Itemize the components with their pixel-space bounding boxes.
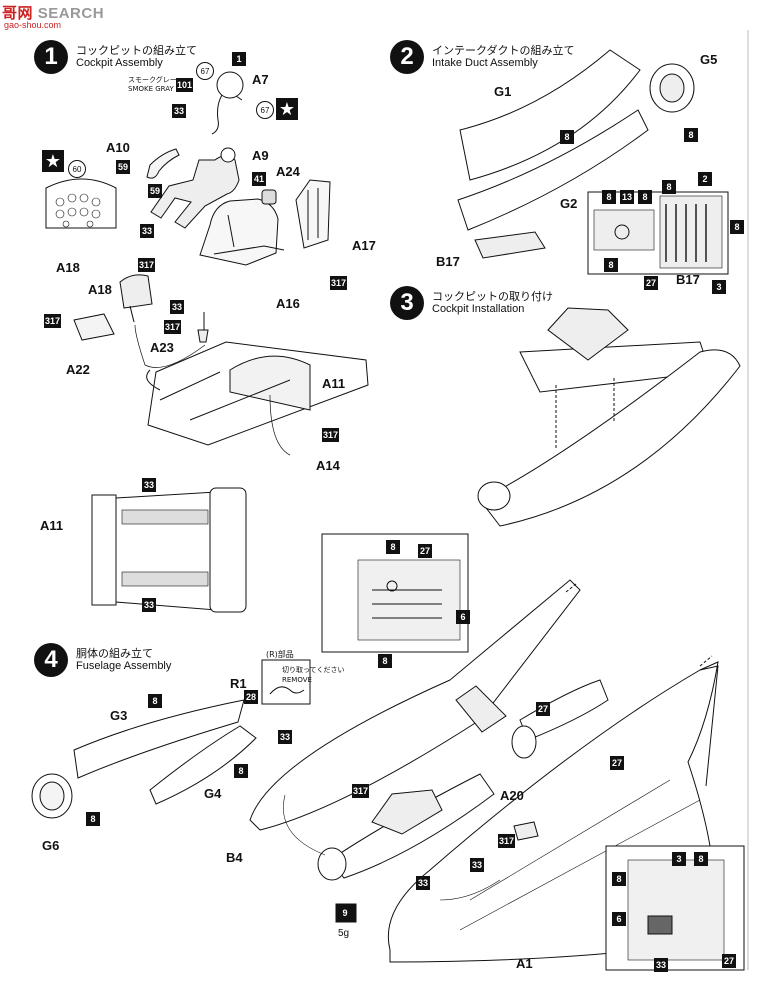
paint-code-box: 33 — [278, 730, 292, 744]
remove-note-en: REMOVE — [282, 676, 312, 684]
paint-code-box: 27 — [722, 954, 736, 968]
step3-title-en: Cockpit Installation — [432, 303, 525, 315]
paint-code-box: 8 — [148, 694, 162, 708]
step1-title-en: Cockpit Assembly — [76, 57, 163, 69]
paint-code-box: 8 — [730, 220, 744, 234]
step-number-2: 2 — [390, 40, 424, 74]
paint-code-box: 33 — [170, 300, 184, 314]
part-label: A11 — [40, 518, 64, 533]
paint-code-box: 6 — [456, 610, 470, 624]
paint-code-box: 8 — [378, 654, 392, 668]
star-decal-icon: ★ — [276, 98, 298, 120]
part-label: A18 — [56, 260, 80, 275]
step-number-4: 4 — [34, 643, 68, 677]
paint-code-box: 8 — [386, 540, 400, 554]
weight-part-code: 9 — [338, 905, 352, 921]
paint-code-box: 3 — [712, 280, 726, 294]
paint-code-box: 8 — [612, 872, 626, 886]
paint-code-box: 33 — [416, 876, 430, 890]
weight-label: 5g — [338, 928, 350, 939]
paint-code-box: 8 — [694, 852, 708, 866]
part-label: A20 — [500, 788, 524, 803]
parts-r-title: (R)部品 — [266, 650, 294, 659]
paint-code-box: 33 — [470, 858, 484, 872]
paint-code-box: 8 — [234, 764, 248, 778]
paint-code-box: 6 — [612, 912, 626, 926]
step2-title-jp: インテークダクトの組み立て — [432, 44, 575, 57]
watermark-logo: 哥网 SEARCH — [2, 5, 105, 22]
paint-code-box: 8 — [662, 180, 676, 194]
part-label: A24 — [276, 164, 300, 179]
part-label: G6 — [42, 838, 60, 853]
watermark-url: gao-shou.com — [4, 20, 62, 30]
paint-code-box: 33 — [140, 224, 154, 238]
paint-code-box: 317 — [352, 784, 370, 798]
step-number-1: 1 — [34, 40, 68, 74]
paint-code-box: 13 — [620, 190, 634, 204]
decal-number: 67 — [196, 62, 214, 80]
paint-code-box: 8 — [638, 190, 652, 204]
paint-code-box: 2 — [698, 172, 712, 186]
paint-code-box: 3 — [672, 852, 686, 866]
paint-code-box: 101 — [176, 78, 194, 92]
paint-code-box: 8 — [604, 258, 618, 272]
paint-code-box: 59 — [116, 160, 130, 174]
paint-code-box: 27 — [610, 756, 624, 770]
part-label: A10 — [106, 140, 130, 155]
step1-title-jp: コックピットの組み立て — [76, 44, 197, 57]
paint-code-box: 8 — [86, 812, 100, 826]
star-decal-icon: ★ — [42, 150, 64, 172]
paint-code-box: 33 — [142, 478, 156, 492]
smoke-gray-jp: スモークグレー — [128, 76, 177, 84]
paint-code-box: 8 — [560, 130, 574, 144]
part-label: G4 — [204, 786, 222, 801]
paint-code-box: 33 — [142, 598, 156, 612]
decal-number: 67 — [256, 101, 274, 119]
paint-code-box: 27 — [536, 702, 550, 716]
part-label: G3 — [110, 708, 128, 723]
paint-code-box: 33 — [654, 958, 668, 972]
paint-code-box: 317 — [138, 258, 156, 272]
part-label: G5 — [700, 52, 718, 67]
step4-title-jp: 胴体の組み立て — [76, 647, 153, 660]
part-label: A23 — [150, 340, 174, 355]
step2-title-en: Intake Duct Assembly — [432, 57, 538, 69]
part-label: G1 — [494, 84, 512, 99]
part-label: A16 — [276, 296, 300, 311]
paint-code-box: 8 — [684, 128, 698, 142]
part-label: B4 — [226, 850, 243, 865]
part-label: G2 — [560, 196, 578, 211]
part-label: B17 — [436, 254, 460, 269]
paint-code-box: 317 — [44, 314, 62, 328]
part-label: A1 — [516, 956, 533, 971]
step4-title-en: Fuselage Assembly — [76, 660, 172, 672]
part-label: A17 — [352, 238, 376, 253]
paint-code-box: 28 — [244, 690, 258, 704]
paint-code-box: 33 — [172, 104, 186, 118]
smoke-gray-en: SMOKE GRAY — [128, 85, 174, 93]
paint-code-box: 317 — [330, 276, 348, 290]
paint-code-box: 317 — [164, 320, 182, 334]
part-label: A14 — [316, 458, 340, 473]
paint-code-box: 1 — [232, 52, 246, 66]
paint-code-box: 27 — [418, 544, 432, 558]
paint-code-box: 59 — [148, 184, 162, 198]
paint-code-box: 317 — [322, 428, 340, 442]
paint-code-box: 317 — [498, 834, 516, 848]
remove-note-jp: 切り取ってください — [282, 666, 345, 674]
part-label: B17 — [676, 272, 700, 287]
paint-code-box: 41 — [252, 172, 266, 186]
part-label: A9 — [252, 148, 269, 163]
part-label: R1 — [230, 676, 247, 691]
paint-code-box: 27 — [644, 276, 658, 290]
decal-number: 60 — [68, 160, 86, 178]
part-label: A11 — [322, 376, 346, 391]
part-label: A22 — [66, 362, 90, 377]
part-label: A18 — [88, 282, 112, 297]
step3-title-jp: コックピットの取り付け — [432, 290, 553, 303]
part-label: A7 — [252, 72, 269, 87]
paint-code-box: 8 — [602, 190, 616, 204]
step-number-3: 3 — [390, 286, 424, 320]
